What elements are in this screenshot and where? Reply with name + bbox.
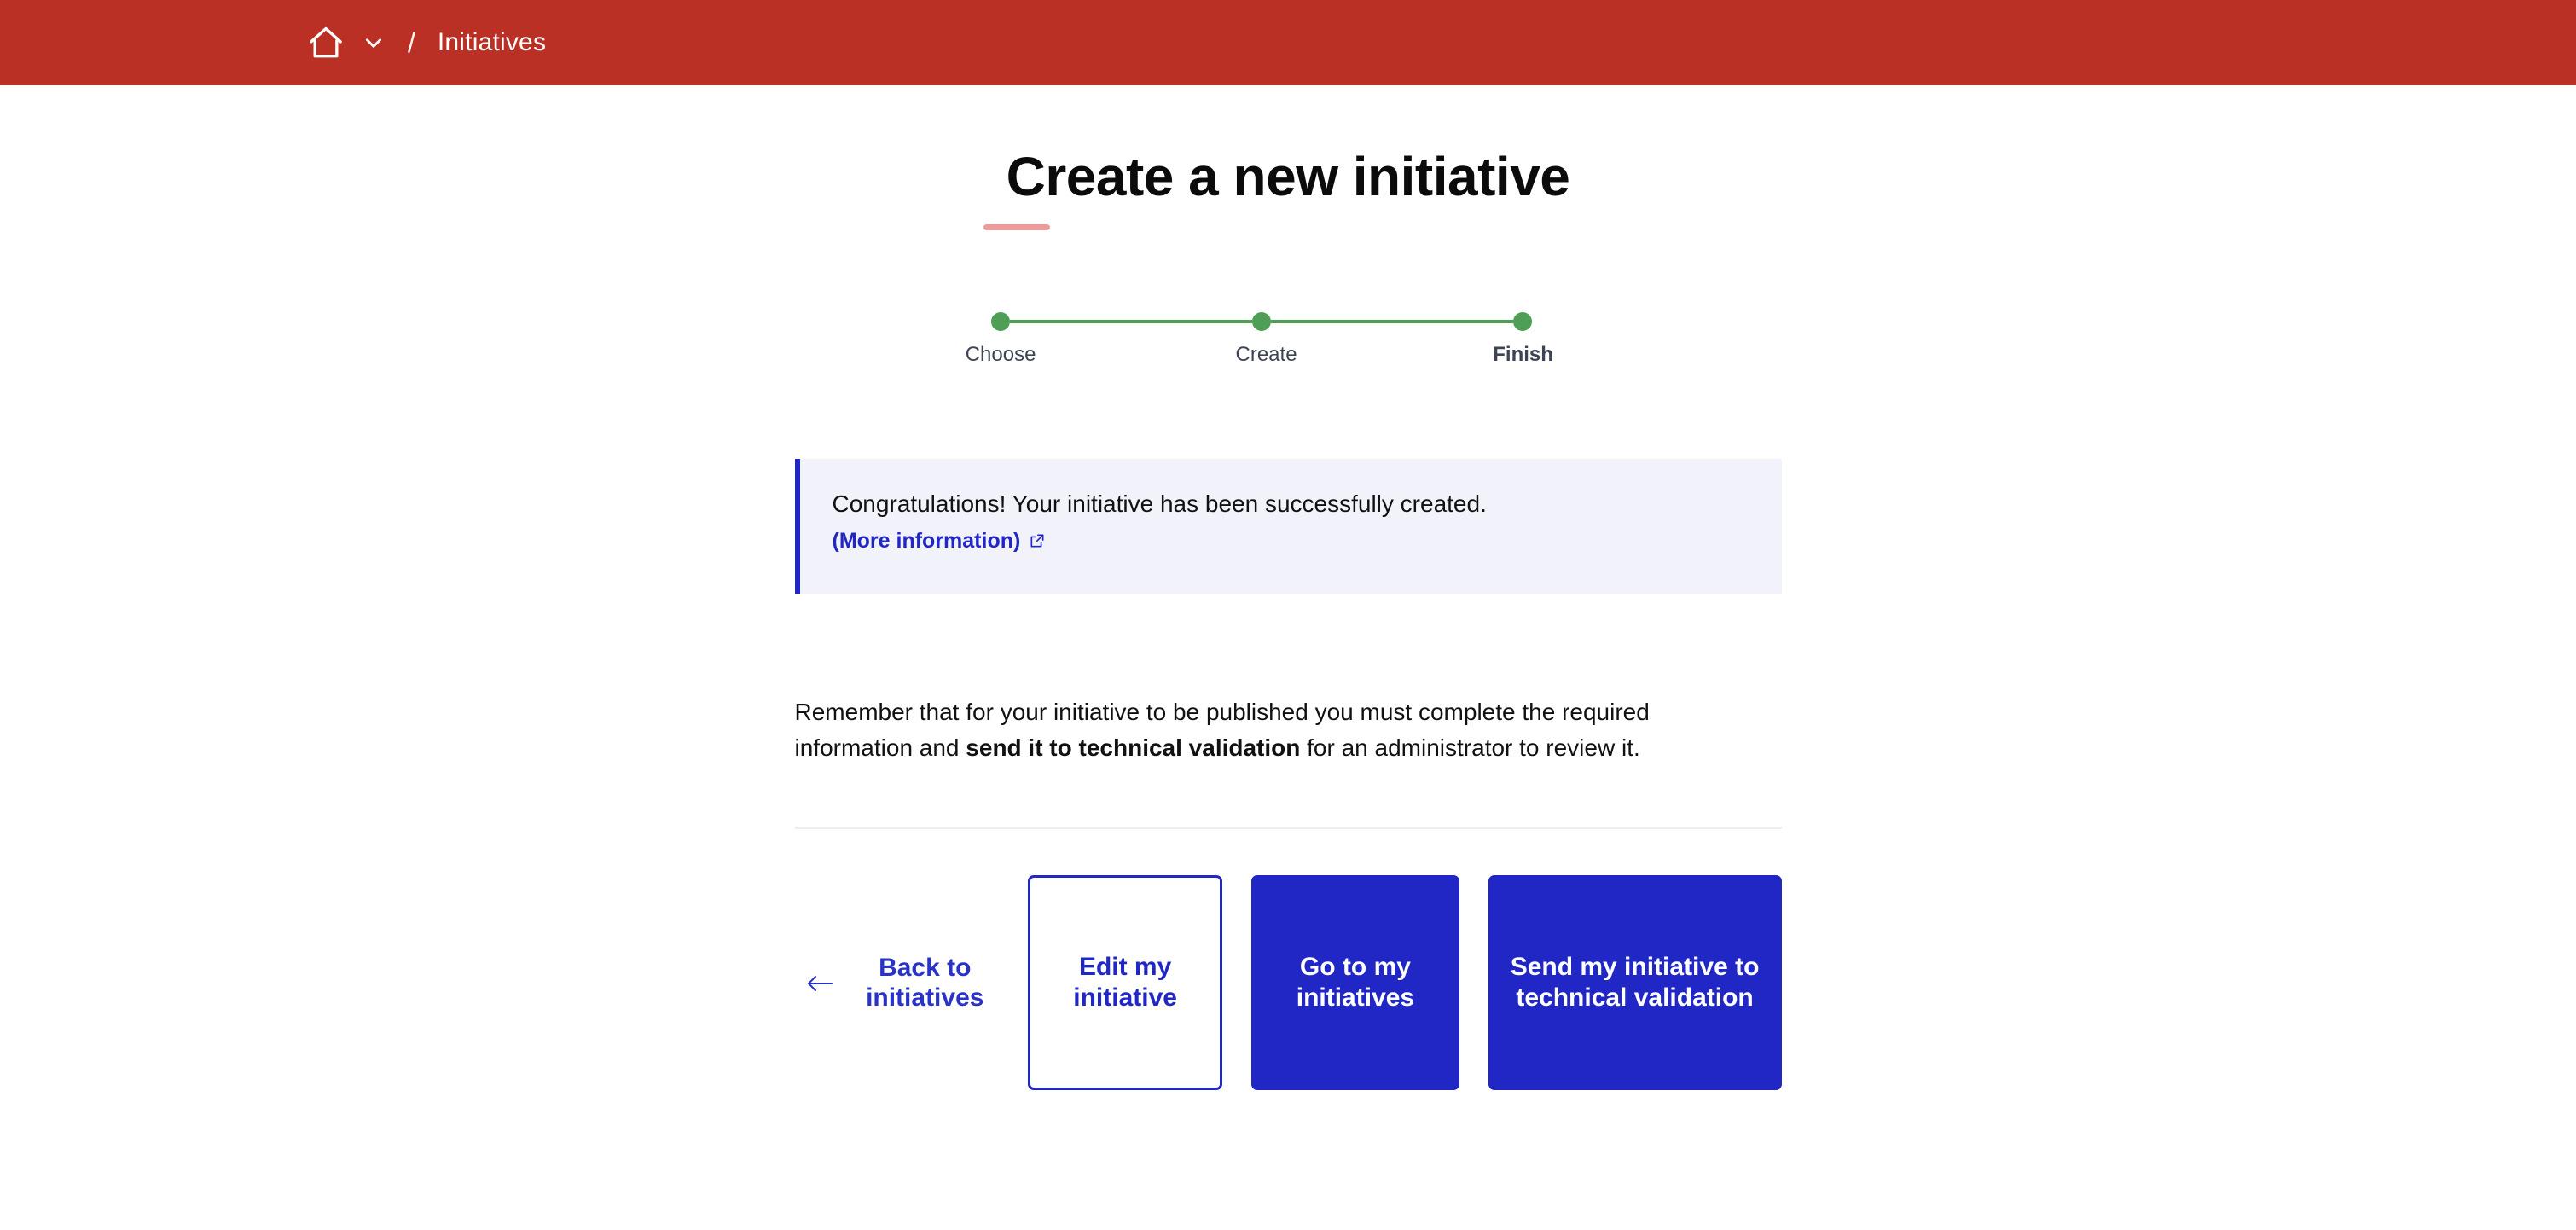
- breadcrumb-initiatives[interactable]: Initiatives: [437, 28, 547, 56]
- callout-message: Congratulations! Your initiative has bee…: [832, 490, 1487, 518]
- action-button-row: Back to initiatives Edit my initiative G…: [795, 875, 1782, 1091]
- success-callout: Congratulations! Your initiative has bee…: [794, 459, 1782, 595]
- stepper-line-2: [1270, 320, 1513, 324]
- title-accent-underline: [983, 224, 1050, 231]
- reminder-text-part2: for an administrator to review it.: [1300, 734, 1640, 761]
- chevron-down-icon[interactable]: [362, 31, 386, 55]
- stepper-line-1: [1009, 320, 1252, 324]
- stepper-dot-finish[interactable]: [1512, 312, 1532, 332]
- more-information-label: (More information): [832, 528, 1021, 553]
- external-link-icon: [1029, 532, 1046, 549]
- back-to-initiatives-label: Back to initiatives: [866, 953, 984, 1012]
- back-to-initiatives-link[interactable]: Back to initiatives: [795, 875, 1000, 1090]
- top-navigation-bar: / Initiatives: [0, 0, 2576, 85]
- page-title-block: Create a new initiative: [795, 146, 1782, 231]
- content-column: Create a new initiative Choose Create Fi…: [794, 85, 1782, 1091]
- go-to-my-initiatives-button[interactable]: Go to my initiatives: [1251, 875, 1459, 1091]
- reminder-paragraph: Remember that for your initiative to be …: [795, 694, 1750, 765]
- arrow-left-icon: [805, 972, 834, 994]
- reminder-text-strong: send it to technical validation: [966, 734, 1301, 761]
- stepper-track: [990, 312, 1532, 332]
- section-divider: [794, 827, 1782, 830]
- send-to-technical-validation-button[interactable]: Send my initiative to technical validati…: [1488, 875, 1782, 1091]
- stepper-label-create: Create: [1235, 343, 1297, 367]
- home-icon[interactable]: [307, 24, 345, 61]
- page-title: Create a new initiative: [1006, 146, 1570, 207]
- stepper-label-choose: Choose: [965, 343, 1036, 367]
- stepper-dot-choose[interactable]: [990, 312, 1010, 332]
- stepper-dot-create[interactable]: [1251, 312, 1271, 332]
- reminder-text-part1: Remember that for your initiative to be …: [794, 699, 1650, 761]
- edit-my-initiative-button[interactable]: Edit my initiative: [1028, 875, 1223, 1091]
- progress-stepper: Choose Create Finish: [966, 312, 1553, 367]
- stepper-label-finish: Finish: [1493, 343, 1553, 367]
- stepper-labels: Choose Create Finish: [966, 343, 1553, 367]
- breadcrumb-separator: /: [408, 26, 415, 58]
- page-body: Create a new initiative Choose Create Fi…: [0, 85, 2576, 1091]
- more-information-link[interactable]: (More information): [833, 529, 1047, 554]
